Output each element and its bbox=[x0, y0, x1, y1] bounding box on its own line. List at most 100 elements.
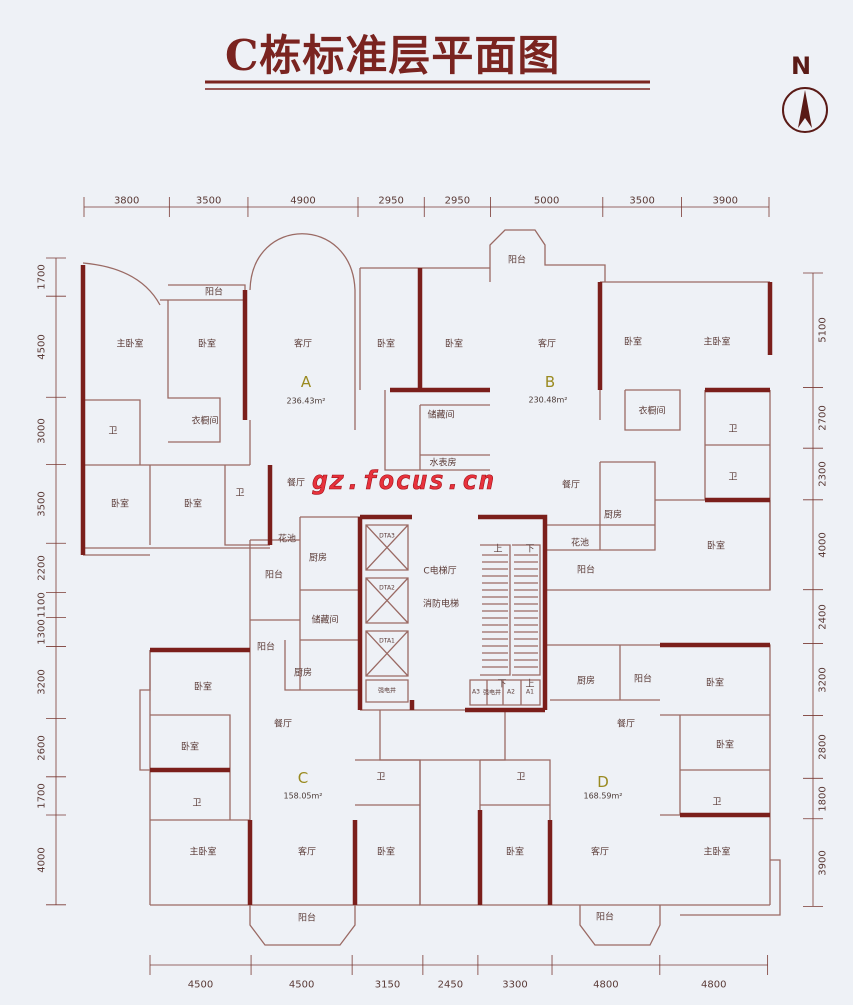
room-label: 卫 bbox=[235, 488, 245, 499]
dimension-right: 2300 bbox=[817, 461, 829, 487]
room-label: 厨房 bbox=[603, 510, 623, 521]
dimension-lines bbox=[46, 197, 823, 975]
dimension-bottom: 4500 bbox=[288, 979, 315, 991]
room-label: 卫 bbox=[376, 772, 386, 783]
room-label: 阳台 bbox=[297, 913, 317, 924]
room-label: 衣橱间 bbox=[191, 416, 219, 427]
dimension-right: 5100 bbox=[817, 317, 829, 343]
dimension-left: 2600 bbox=[36, 734, 48, 761]
dimension-left: 1300 bbox=[36, 619, 48, 645]
room-label: 厨房 bbox=[576, 676, 596, 687]
room-label: 阳台 bbox=[595, 912, 615, 923]
title-underline bbox=[205, 80, 650, 90]
room-label: DTA2 bbox=[379, 584, 395, 592]
room-label: 阳台 bbox=[204, 287, 224, 298]
unit-a-area: 236.43m² bbox=[286, 396, 326, 406]
dimension-top: 2950 bbox=[378, 195, 404, 207]
room-label: 阳台 bbox=[576, 565, 596, 576]
room-label: 主卧室 bbox=[703, 337, 731, 348]
room-label: 阳台 bbox=[507, 255, 527, 266]
unit-a-letter: A bbox=[300, 373, 312, 391]
room-label: 卧室 bbox=[623, 337, 643, 348]
unit-c-area: 158.05m² bbox=[283, 791, 323, 801]
room-label: 卧室 bbox=[183, 499, 203, 510]
room-label: 卫 bbox=[728, 424, 738, 435]
room-label: 卧室 bbox=[193, 682, 213, 693]
dimension-right: 2800 bbox=[817, 734, 829, 760]
room-label: 强电井 bbox=[482, 689, 502, 697]
room-label: 主卧室 bbox=[189, 847, 217, 858]
room-label: 卧室 bbox=[706, 541, 726, 552]
room-label: 阳台 bbox=[264, 570, 284, 581]
room-label: 客厅 bbox=[537, 339, 557, 350]
page-title: C栋标准层平面图 bbox=[225, 31, 561, 80]
dimension-top: 3500 bbox=[195, 195, 222, 207]
room-label: 卧室 bbox=[180, 742, 200, 753]
dimension-bottom: 3300 bbox=[502, 979, 528, 991]
unit-c-letter: C bbox=[297, 769, 309, 787]
dimension-top: 3800 bbox=[113, 195, 140, 207]
room-label: 客厅 bbox=[297, 847, 317, 858]
room-label: 卫 bbox=[108, 426, 118, 437]
room-label: 卧室 bbox=[444, 339, 464, 350]
room-label: 卧室 bbox=[715, 740, 735, 751]
dimension-top: 4900 bbox=[290, 195, 316, 207]
room-label: 卫 bbox=[516, 772, 526, 783]
dimension-right: 2700 bbox=[817, 405, 829, 431]
dimension-right: 1800 bbox=[817, 785, 829, 812]
thin-walls bbox=[82, 229, 781, 946]
room-label: A3 bbox=[472, 688, 480, 696]
dimension-left: 1700 bbox=[36, 264, 48, 290]
dimension-bottom: 4500 bbox=[187, 979, 214, 991]
dimension-right: 3200 bbox=[817, 666, 829, 693]
room-label: 卧室 bbox=[705, 678, 725, 689]
watermark: gz.focus.cn bbox=[312, 466, 496, 497]
room-label: 储藏间 bbox=[311, 615, 339, 626]
room-label: 主卧室 bbox=[116, 339, 144, 350]
dimension-left: 4000 bbox=[36, 847, 48, 873]
room-label: A2 bbox=[507, 688, 515, 696]
dimension-bottom: 2450 bbox=[437, 979, 464, 991]
room-label: DTA1 bbox=[379, 637, 395, 645]
dimension-top: 3500 bbox=[629, 195, 655, 207]
room-label: 餐厅 bbox=[616, 719, 636, 730]
dimension-left: 3200 bbox=[36, 669, 48, 696]
room-label: DTA3 bbox=[379, 532, 395, 540]
room-label: 餐厅 bbox=[273, 719, 293, 730]
room-label: 阳台 bbox=[256, 642, 276, 653]
dimension-right: 3900 bbox=[817, 849, 829, 876]
north-arrow-icon bbox=[782, 87, 828, 133]
dimension-bottom: 3150 bbox=[374, 979, 401, 991]
room-label: 餐厅 bbox=[561, 480, 581, 491]
room-label: 卫 bbox=[712, 797, 722, 808]
north-label: N bbox=[791, 52, 812, 80]
room-label: 卧室 bbox=[376, 847, 396, 858]
room-label: 花池 bbox=[277, 534, 297, 545]
unit-b-area: 230.48m² bbox=[528, 395, 568, 405]
room-label: 强电井 bbox=[377, 687, 397, 695]
room-label: 阳台 bbox=[633, 674, 653, 685]
dimension-left: 1700 bbox=[36, 783, 48, 809]
dimension-bottom: 4800 bbox=[593, 979, 619, 991]
room-label: C电梯厅 bbox=[423, 566, 457, 577]
dimension-left: 3500 bbox=[36, 491, 48, 517]
room-label: 衣橱间 bbox=[638, 406, 666, 417]
room-label: 卫 bbox=[728, 472, 738, 483]
dimension-left: 2200 bbox=[36, 555, 48, 581]
dimension-right: 2400 bbox=[817, 603, 829, 630]
room-label: 消防电梯 bbox=[422, 599, 460, 610]
room-label: 卧室 bbox=[197, 339, 217, 350]
room-label: 主卧室 bbox=[703, 847, 731, 858]
room-label: 下 bbox=[525, 544, 535, 555]
room-label: 卧室 bbox=[505, 847, 525, 858]
unit-d-area: 168.59m² bbox=[583, 791, 623, 801]
dimension-right: 4000 bbox=[817, 532, 829, 558]
room-label: 厨房 bbox=[308, 553, 328, 564]
thick-walls bbox=[80, 265, 773, 905]
dimension-left: 3000 bbox=[36, 418, 48, 444]
room-label: 水表房 bbox=[429, 458, 457, 469]
room-label: 厨房 bbox=[293, 668, 313, 679]
room-label: 上 bbox=[493, 544, 503, 555]
dimension-top: 3900 bbox=[712, 195, 738, 207]
